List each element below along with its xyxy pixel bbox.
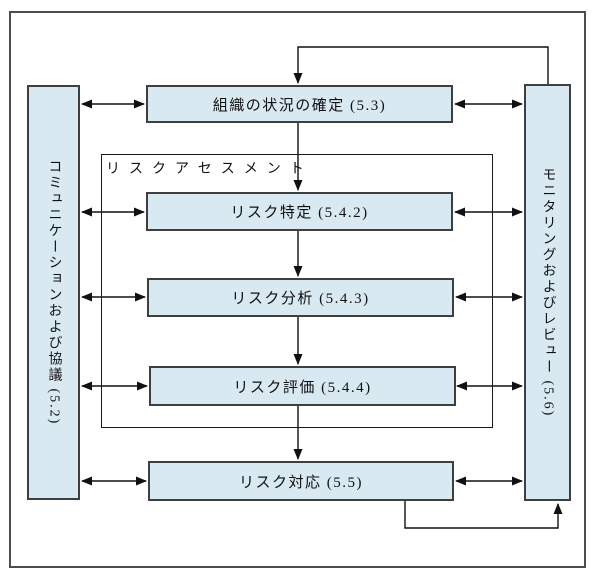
node-risk-evaluation: リスク評価 (5.4.4) bbox=[149, 366, 456, 406]
node-risk-treatment: リスク対応 (5.5) bbox=[148, 461, 454, 501]
node-risk-analysis: リスク分析 (5.4.3) bbox=[147, 278, 454, 317]
risk-assessment-group-frame bbox=[101, 154, 493, 428]
node-risk-analysis-label: リスク分析 (5.4.3) bbox=[231, 291, 370, 307]
node-risk-identification-label: リスク特定 (5.4.2) bbox=[230, 205, 369, 221]
node-monitoring-review: モニタリングおよびレビュー (5.6) bbox=[524, 84, 571, 501]
node-establish-context: 組織の状況の確定 (5.3) bbox=[146, 85, 453, 123]
node-communication-consultation: コミュニケーションおよび協議 (5.2) bbox=[27, 85, 80, 500]
node-risk-identification: リスク特定 (5.4.2) bbox=[146, 192, 453, 231]
node-monitoring-review-label: モニタリングおよびレビュー (5.6) bbox=[540, 167, 556, 418]
diagram-outer-border bbox=[9, 11, 586, 568]
node-establish-context-label: 組織の状況の確定 (5.3) bbox=[212, 97, 387, 114]
node-risk-treatment-label: リスク対応 (5.5) bbox=[239, 474, 363, 491]
node-communication-consultation-label: コミュニケーションおよび協議 (5.2) bbox=[46, 159, 62, 426]
node-risk-evaluation-label: リスク評価 (5.4.4) bbox=[233, 379, 372, 396]
risk-assessment-group-label: リスクアセスメント bbox=[106, 162, 313, 177]
